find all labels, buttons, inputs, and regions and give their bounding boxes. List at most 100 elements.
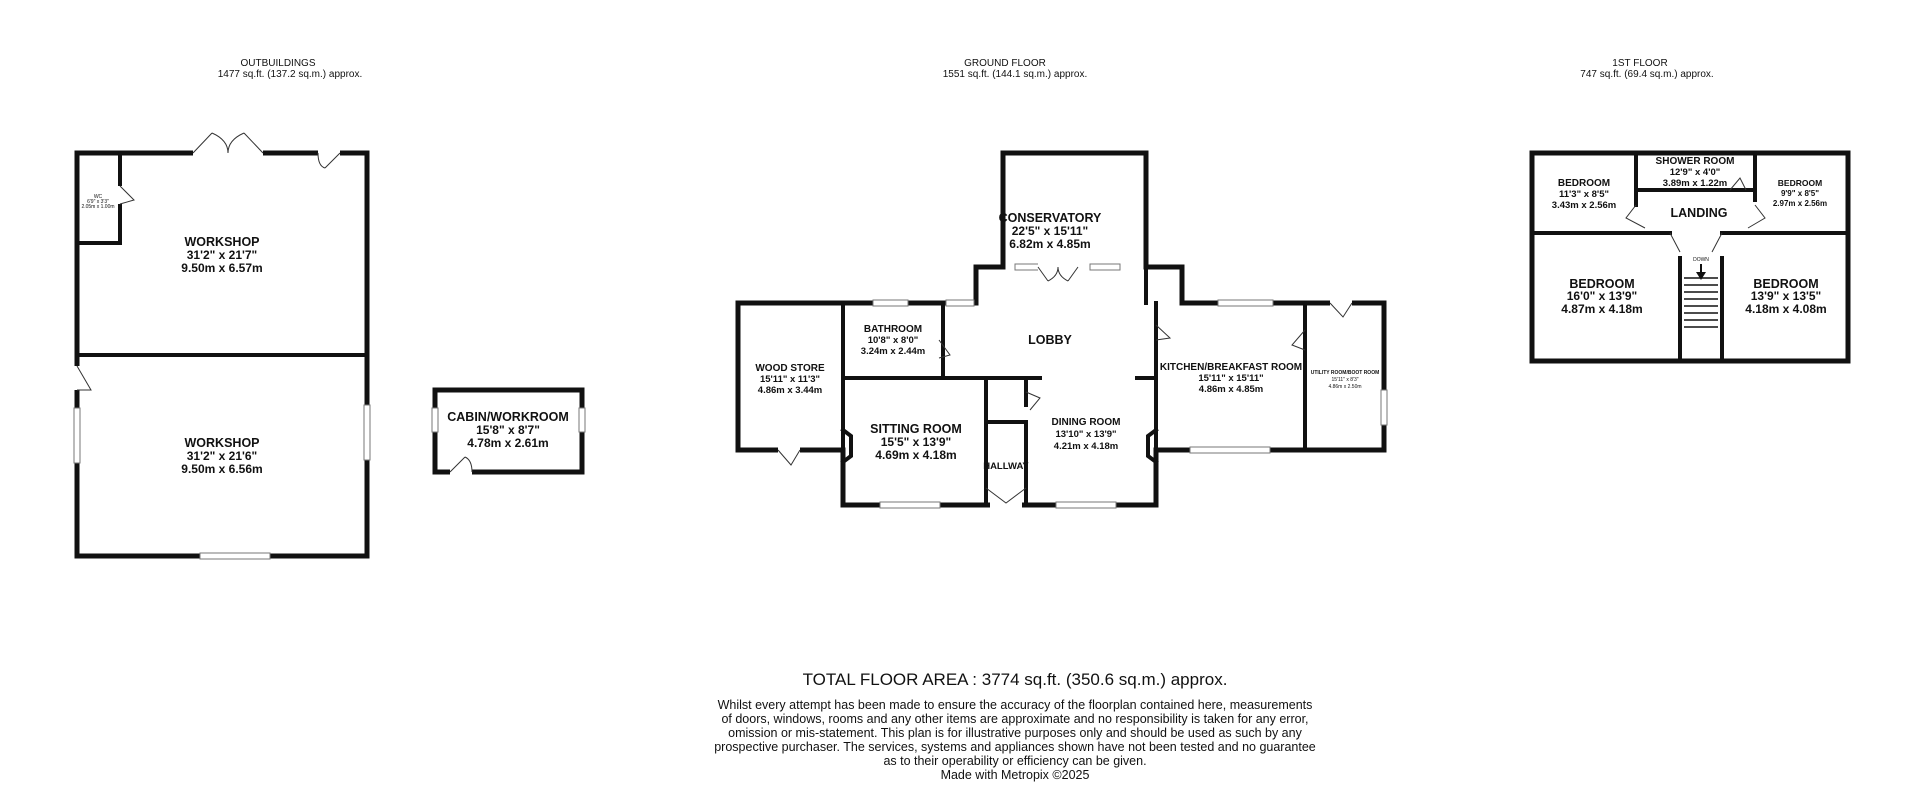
cabin-door — [449, 456, 473, 473]
bathroom-name: BATHROOM — [864, 324, 922, 335]
workshop-bottom-dim-imperial: 31'2" x 21'6" — [187, 449, 257, 463]
kitchen-dim-metric: 4.86m x 4.85m — [1199, 384, 1263, 395]
sitting-room-dim-metric: 4.69m x 4.18m — [875, 448, 956, 462]
bedroom-br-dim-metric: 4.18m x 4.08m — [1745, 302, 1826, 316]
kitchen-dim-imperial: 15'11" x 15'11" — [1198, 373, 1263, 384]
conservatory-dim-metric: 6.82m x 4.85m — [1009, 237, 1090, 251]
outbuildings-title: OUTBUILDINGS — [240, 58, 315, 69]
bedroom-tl-door — [1625, 204, 1646, 229]
kitchen-name: KITCHEN/BREAKFAST ROOM — [1160, 362, 1302, 373]
kitchen-door — [1155, 324, 1172, 341]
dining-door — [1025, 391, 1041, 411]
bathroom-dim-metric: 3.24m x 2.44m — [861, 346, 925, 357]
kitchen-window — [1217, 299, 1274, 307]
bedroom-tl-dim-metric: 3.43m x 2.56m — [1552, 200, 1616, 211]
wc-dim-metric: 2.05m x 1.00m — [81, 204, 114, 210]
window-bottom — [199, 552, 271, 560]
woodstore-name: WOOD STORE — [755, 363, 825, 374]
shower-door — [1729, 177, 1747, 191]
dining-chimney — [1146, 427, 1159, 465]
staircase — [1684, 264, 1718, 328]
bedroom-tr-dim-metric: 2.97m x 2.56m — [1773, 199, 1827, 208]
first-floor-outline — [1529, 150, 1851, 364]
total-floor-area: TOTAL FLOOR AREA : 3774 sq.ft. (350.6 sq… — [803, 670, 1228, 689]
stairs-label: DOWN — [1693, 257, 1709, 263]
workshop-top-name: WORKSHOP — [185, 235, 260, 249]
kitchen-window-bottom — [1189, 446, 1271, 454]
outbuildings-area: 1477 sq.ft. (137.2 sq.m.) approx. — [218, 69, 363, 80]
conservatory-double-door — [1037, 266, 1079, 282]
bedroom-bl-dim-metric: 4.87m x 4.18m — [1561, 302, 1642, 316]
bedroom-bl-dim-imperial: 16'0" x 13'9" — [1567, 289, 1637, 303]
first-floor-plan: DOWN BEDROOM 11'3" x 8'5" 3.43m x 2.56m … — [1529, 150, 1851, 364]
landing-doors — [1669, 232, 1723, 253]
ground-floor-header: GROUND FLOOR 1551 sq.ft. (144.1 sq.m.) a… — [943, 58, 1088, 80]
bedroom-br-name: BEDROOM — [1753, 277, 1818, 291]
sitting-room-dim-imperial: 15'5" x 13'9" — [881, 435, 951, 449]
utility-dim-metric: 4.86m x 2.50m — [1328, 384, 1361, 390]
front-entry-door — [985, 487, 1027, 504]
bedroom-tl-name: BEDROOM — [1558, 178, 1610, 189]
shower-room-dim-imperial: 12'9" x 4'0" — [1670, 167, 1721, 178]
dining-room-name: DINING ROOM — [1052, 417, 1121, 428]
conservatory-dim-imperial: 22'5" x 15'11" — [1012, 224, 1088, 238]
wc-door — [119, 185, 135, 205]
cabin-dim-metric: 4.78m x 2.61m — [467, 436, 548, 450]
wc-name: WC — [94, 194, 103, 200]
footer: TOTAL FLOOR AREA : 3774 sq.ft. (350.6 sq… — [714, 670, 1316, 782]
stairs-down-arrow-icon — [1696, 272, 1706, 280]
bedroom-bl-name: BEDROOM — [1569, 277, 1634, 291]
utility-dim-imperial: 15'11" x 8'3" — [1331, 377, 1358, 383]
bathroom-window — [872, 299, 909, 307]
first-floor-area: 747 sq.ft. (69.4 sq.m.) approx. — [1580, 69, 1713, 80]
landing-name: LANDING — [1671, 206, 1728, 220]
shower-room-dim-metric: 3.89m x 1.22m — [1663, 178, 1727, 189]
disclaimer-line-4: prospective purchaser. The services, sys… — [714, 740, 1316, 754]
ground-floor-plan: CONSERVATORY 22'5" x 15'11" 6.82m x 4.85… — [735, 150, 1388, 509]
bedroom-br-dim-imperial: 13'9" x 13'5" — [1751, 289, 1821, 303]
door-top-right — [317, 152, 341, 169]
woodstore-door — [777, 449, 801, 466]
french-doors-top — [192, 132, 264, 154]
ground-floor-area: 1551 sq.ft. (144.1 sq.m.) approx. — [943, 69, 1088, 80]
wc-walls — [75, 151, 122, 245]
workshop-bottom-name: WORKSHOP — [185, 436, 260, 450]
bedroom-tr-name: BEDROOM — [1778, 178, 1822, 188]
hallway-walls — [984, 420, 1028, 507]
bathroom-door — [938, 339, 951, 359]
dining-window — [1055, 501, 1117, 509]
side-door-left — [76, 365, 92, 391]
woodstore-dim-metric: 4.86m x 3.44m — [758, 385, 822, 396]
sitting-window — [879, 501, 941, 509]
lobby-name: LOBBY — [1028, 333, 1072, 347]
bathroom-walls — [941, 301, 1042, 380]
ground-floor-title: GROUND FLOOR — [964, 58, 1046, 69]
workshop-top-dim-imperial: 31'2" x 21'7" — [187, 248, 257, 262]
cabin-name: CABIN/WORKROOM — [447, 410, 569, 424]
bedroom-tr-dim-imperial: 9'9" x 8'5" — [1781, 189, 1819, 198]
sitting-chimney — [840, 427, 853, 465]
dining-room-dim-metric: 4.21m x 4.18m — [1054, 441, 1118, 452]
first-floor-title: 1ST FLOOR — [1612, 58, 1667, 69]
utility-window — [1380, 389, 1388, 426]
cabin-window-left — [431, 407, 439, 433]
wc-dim-imperial: 6'9" x 3'3" — [87, 199, 109, 205]
utility-inner-door — [1291, 329, 1306, 351]
window-left — [73, 407, 81, 464]
disclaimer-line-1: Whilst every attempt has been made to en… — [718, 698, 1313, 712]
workshop-bottom-dim-metric: 9.50m x 6.56m — [181, 462, 262, 476]
outbuildings-plan: WC 6'9" x 3'3" 2.05m x 1.00m WORKSHOP 31… — [73, 132, 586, 560]
utility-external-door — [1329, 302, 1353, 318]
cabin-window-right — [578, 407, 586, 433]
conservatory-name: CONSERVATORY — [999, 211, 1102, 225]
bathroom-dim-imperial: 10'8" x 8'0" — [868, 335, 919, 346]
outbuildings-header: OUTBUILDINGS 1477 sq.ft. (137.2 sq.m.) a… — [218, 58, 363, 80]
shower-room-name: SHOWER ROOM — [1656, 156, 1735, 167]
metropix-credit: Made with Metropix ©2025 — [941, 768, 1090, 782]
bedroom-tl-dim-imperial: 11'3" x 8'5" — [1559, 189, 1609, 200]
woodstore-dim-imperial: 15'11" x 11'3" — [760, 374, 820, 385]
ground-floor-outline — [735, 150, 1387, 508]
disclaimer-line-3: omission or mis-statement. This plan is … — [728, 726, 1302, 740]
cabin-dim-imperial: 15'8" x 8'7" — [476, 423, 540, 437]
